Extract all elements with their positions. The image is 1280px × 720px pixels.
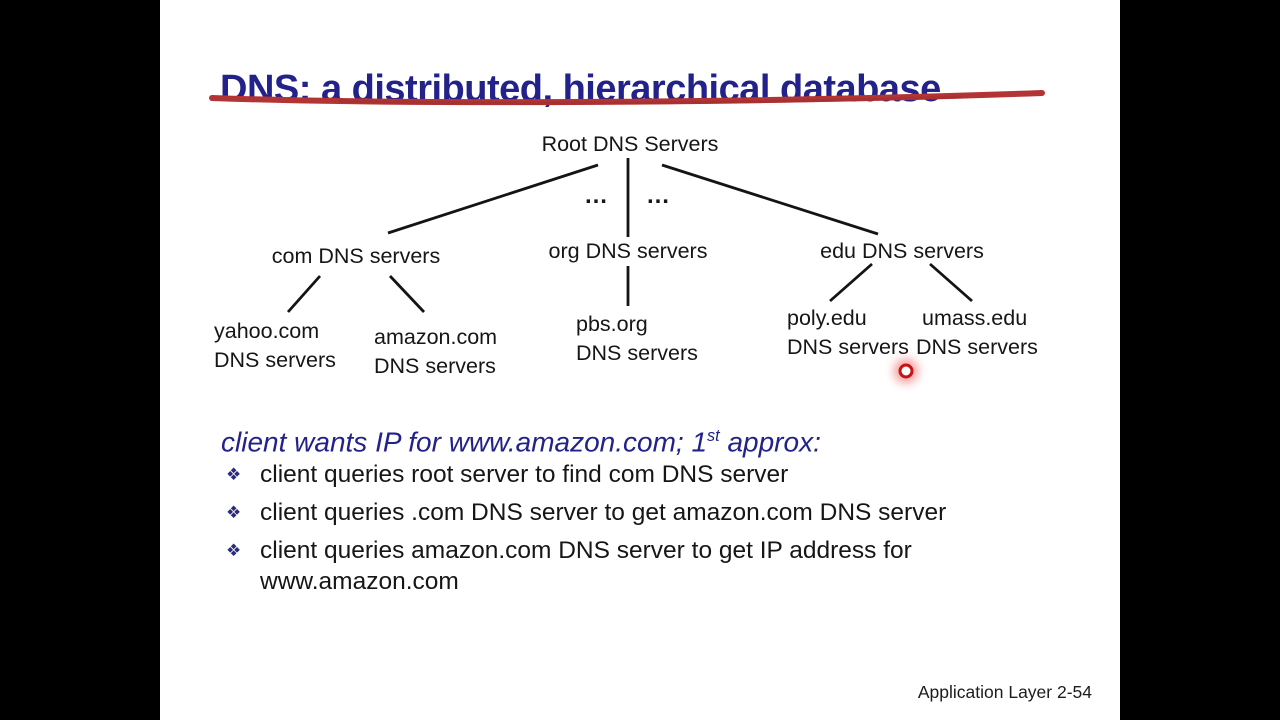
tree-edge-edu-poly [829,262,873,303]
bullet-item-3-text: client queries amazon.com DNS server to … [260,535,912,597]
bullet-diamond-icon: ❖ [226,465,242,484]
slide-title: DNS: a distributed, hierarchical databas… [220,68,941,111]
tree-node-pbs: pbs.org DNS servers [576,310,698,368]
tree-node-yahoo: yahoo.com DNS servers [214,317,336,375]
slide-page-footer: Application Layer 2-54 [917,682,1092,702]
tree-node-com: com DNS servers [271,244,441,268]
callout-lead-superscript: st [707,427,720,445]
callout-lead-tail: approx: [719,426,821,458]
tree-node-umass: umass.edu DNS servers [916,304,1038,362]
tree-ellipsis-right: … [646,182,672,209]
bullet-item-1-text: client queries root server to find com D… [260,461,789,488]
tree-node-yahoo-line1: yahoo.com [214,319,320,343]
bullet-item-2-text: client queries .com DNS server to get am… [260,499,947,526]
tree-ellipsis-left: … [584,182,610,209]
laser-pointer-dot [898,363,914,379]
tree-node-yahoo-line2: DNS servers [214,348,336,372]
bullet-item-1: ❖ client queries root server to find com… [226,459,1056,490]
tree-node-poly: poly.edu DNS servers [787,304,909,362]
callout-lead: client wants IP for www.amazon.com; 1st … [221,419,821,459]
bullet-item-3-line1: client queries amazon.com DNS server to … [260,537,912,564]
tree-node-amazon-line1: amazon.com [374,325,498,349]
tree-node-root: Root DNS Servers [541,132,719,156]
bullet-item-2: ❖ client queries .com DNS server to get … [226,497,1056,528]
tree-node-org: org DNS servers [548,239,708,263]
tree-node-poly-line1: poly.edu [787,306,867,330]
bullet-item-3: ❖ client queries amazon.com DNS server t… [226,535,1056,597]
tree-edge-edu-umass [929,262,973,303]
tree-node-umass-line2: DNS servers [916,335,1038,359]
callout-lead-text: client wants IP for www.amazon.com; 1 [221,426,708,458]
tree-edge-root-edu [661,163,879,236]
tree-node-amazon: amazon.com DNS servers [374,323,497,381]
tree-node-amazon-line2: DNS servers [374,354,496,378]
bullet-item-3-line2: www.amazon.com [260,568,459,595]
tree-node-poly-line2: DNS servers [787,335,909,359]
tree-edge-com-yahoo [286,275,322,313]
bullet-diamond-icon: ❖ [226,503,242,522]
tree-edge-root-com [387,163,599,235]
bullet-diamond-icon: ❖ [226,541,242,560]
tree-node-umass-line1: umass.edu [922,306,1028,330]
bullet-list: ❖ client queries root server to find com… [226,459,1056,604]
tree-edge-com-amazon [388,275,426,313]
tree-node-pbs-line2: DNS servers [576,341,698,365]
presentation-slide: DNS: a distributed, hierarchical databas… [160,0,1120,720]
tree-node-pbs-line1: pbs.org [576,312,648,336]
tree-node-edu: edu DNS servers [820,239,984,263]
